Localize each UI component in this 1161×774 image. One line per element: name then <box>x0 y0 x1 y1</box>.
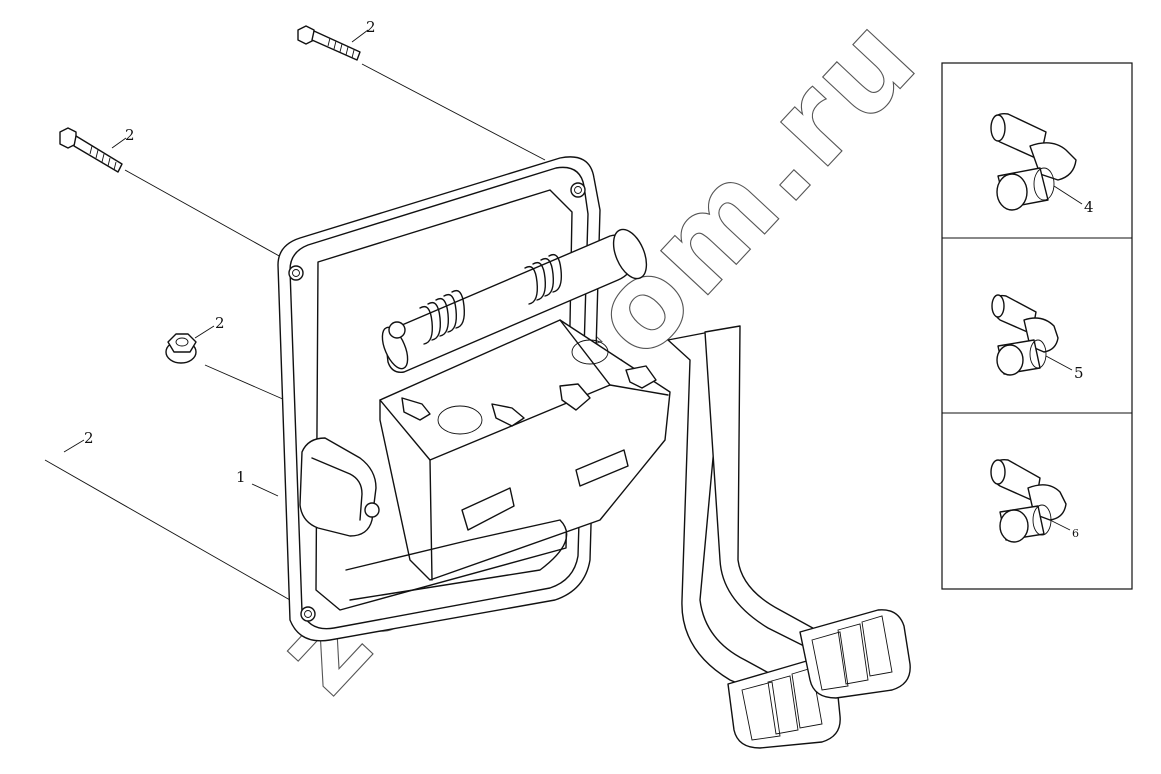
flange-nut <box>165 333 197 364</box>
switch-cover <box>299 437 380 537</box>
callout-sensor-5: 5 <box>1074 364 1084 382</box>
sensor-variant-6: 6 <box>990 458 1079 543</box>
callout-nut: 2 <box>215 314 225 332</box>
callout-sensor-6: 6 <box>1072 527 1079 540</box>
pivot-shaft <box>381 228 648 373</box>
bolt-left <box>59 127 123 173</box>
sensor-variant-5: 5 <box>991 294 1084 382</box>
pedal-housing <box>345 319 671 601</box>
return-spring-2 <box>524 253 563 305</box>
detail-panels: 4 5 6 <box>941 62 1133 590</box>
callouts: 2 2 2 2 1 <box>63 18 376 497</box>
bolt-top <box>297 25 361 61</box>
callout-sensor-4: 4 <box>1084 198 1094 216</box>
callout-bolt-left: 2 <box>125 126 135 144</box>
brake-pedal <box>704 325 911 699</box>
callout-assembly: 1 <box>236 468 246 486</box>
callout-bolt-lower: 2 <box>84 429 94 447</box>
callout-bolt-top: 2 <box>366 18 376 36</box>
assembly-leader-lines <box>44 63 546 601</box>
sensor-variant-4: 4 <box>990 112 1094 216</box>
return-spring-1 <box>419 289 466 345</box>
